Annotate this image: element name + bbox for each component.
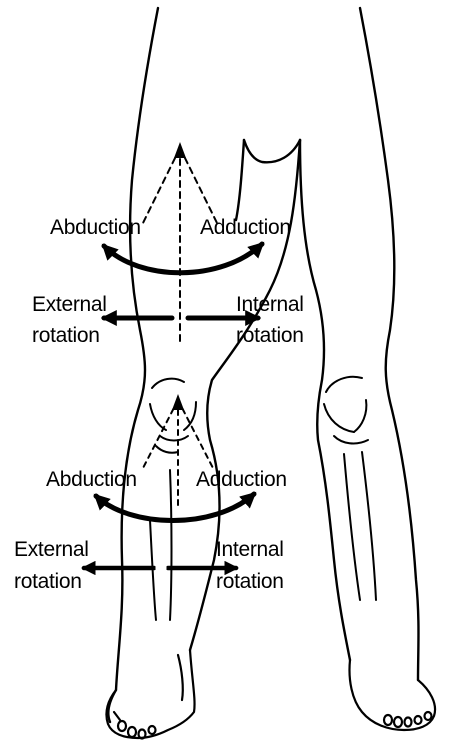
hip-internal-rotation-label: rotation (236, 324, 304, 347)
right-foot (348, 658, 437, 732)
knee-abduction-adduction-arrow (93, 491, 257, 523)
hip-internal-label: Internal (236, 293, 304, 316)
knee-external-label: External (14, 538, 89, 561)
hip-external-label: External (32, 293, 107, 316)
hip-rotation-arrow (100, 309, 262, 327)
knee-abduction-label: Abduction (46, 468, 137, 491)
left-foot (105, 648, 196, 740)
knee-axis-lines (141, 399, 215, 506)
right-leg-outline (242, 6, 420, 682)
hip-axis-arrowhead (174, 142, 186, 158)
left-knee (149, 377, 197, 621)
left-leg-outline (107, 6, 302, 724)
knee-axis-arrowhead (172, 394, 184, 410)
knee-internal-label: Internal (216, 538, 284, 561)
hip-axis-lines (141, 147, 219, 346)
knee-rotation-arrow (81, 560, 239, 576)
hip-external-rotation-label: rotation (32, 324, 100, 347)
knee-adduction-label: Adduction (196, 468, 287, 491)
hip-adduction-label: Adduction (200, 216, 291, 239)
knee-external-rotation-label: rotation (14, 570, 82, 593)
hip-abduction-label: Abduction (50, 216, 141, 239)
right-knee (323, 375, 377, 601)
hip-abduction-adduction-arrow (101, 241, 265, 276)
knee-internal-rotation-label: rotation (216, 570, 284, 593)
